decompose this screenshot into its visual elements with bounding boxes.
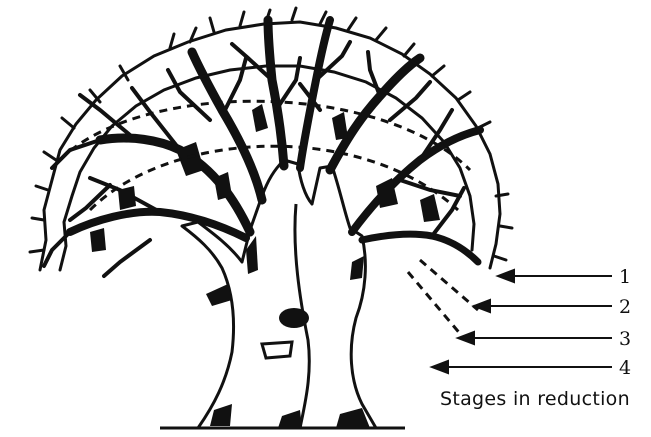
trunk-knots: [206, 236, 370, 428]
reduction-line-4: [406, 271, 464, 337]
reduction-stage-lines: [58, 99, 479, 337]
figure-caption: Stages in reduction: [440, 388, 630, 410]
stage-label-1: 1: [619, 266, 631, 288]
stage-arrows: [429, 268, 612, 375]
stage-3-arrowhead: [455, 330, 475, 346]
stage-label-3: 3: [619, 328, 631, 350]
stage-label-2: 2: [619, 296, 631, 318]
reduction-line-1: [58, 99, 472, 172]
stage-2-arrowhead: [471, 298, 491, 314]
reduction-line-2: [88, 144, 460, 212]
trunk-split-line: [293, 203, 311, 429]
crown-shading: [90, 104, 440, 252]
stage-1-arrowhead: [495, 268, 515, 284]
tree-trunk: [180, 158, 378, 430]
stage-label-4: 4: [619, 357, 631, 379]
tree-crown-twigs: [28, 6, 514, 272]
reduction-line-3: [419, 258, 479, 312]
stage-4-arrowhead: [429, 359, 449, 375]
